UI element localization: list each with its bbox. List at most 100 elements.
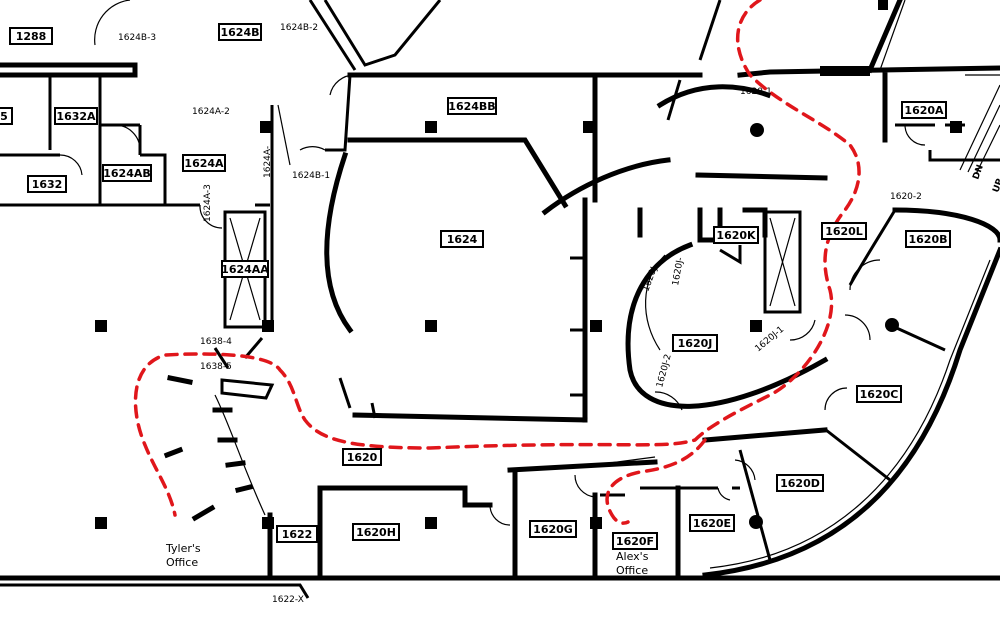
wall xyxy=(213,337,264,369)
wall xyxy=(698,0,722,61)
wall xyxy=(879,0,906,71)
wall xyxy=(719,245,742,265)
wall xyxy=(866,0,903,74)
room-label-1620g: 1620G xyxy=(529,520,577,538)
stairs-down-label: DN xyxy=(971,163,986,181)
svg-text:1620: 1620 xyxy=(347,451,378,464)
door-swing xyxy=(329,74,356,96)
wall xyxy=(600,486,678,497)
room-label-1620a: 1620A xyxy=(901,101,947,119)
door-swing xyxy=(59,154,83,176)
room-label-1624bb: 1624BB xyxy=(447,97,497,115)
wall xyxy=(825,428,891,482)
room-label-1624a: 1624A xyxy=(182,154,226,172)
route-path xyxy=(133,0,861,517)
door-swing xyxy=(734,459,756,481)
door-swing xyxy=(489,504,511,526)
door-label-1638-4: 1638-4 xyxy=(200,337,232,347)
wall-curve xyxy=(214,394,266,516)
door-label-1624a-3: 1624A-3 xyxy=(203,184,213,222)
door-swing xyxy=(789,319,816,341)
door-swing xyxy=(574,474,596,498)
room-label-1288: 1288 xyxy=(9,27,53,45)
stairs xyxy=(959,84,1000,175)
wall xyxy=(347,137,569,209)
door-label-1624a-1: 1624A- xyxy=(263,146,273,178)
door-label-1620j-4: 1620J- xyxy=(671,257,686,287)
room-label-1622: 1622 xyxy=(276,525,318,543)
wall xyxy=(594,456,656,466)
wall xyxy=(637,207,723,243)
wall xyxy=(889,323,946,352)
room-label-1620e: 1620E xyxy=(689,514,735,532)
elevator xyxy=(763,210,802,314)
svg-text:1620C: 1620C xyxy=(860,388,899,401)
door-swing xyxy=(199,204,223,229)
route-branch xyxy=(605,438,707,525)
wall xyxy=(541,157,671,216)
door-swing xyxy=(717,487,731,501)
svg-text:1620B: 1620B xyxy=(909,233,948,246)
room-label-1620d: 1620D xyxy=(776,474,824,492)
wall xyxy=(0,62,138,78)
alex-office-label-line1: Alex's xyxy=(616,550,649,563)
svg-text:1620H: 1620H xyxy=(356,526,396,539)
svg-text:1620E: 1620E xyxy=(693,517,731,530)
door-swing xyxy=(114,124,141,151)
wall-inner xyxy=(644,254,666,351)
wall-inner xyxy=(709,259,991,569)
room-label-5: 5 xyxy=(0,107,13,125)
svg-text:1624B: 1624B xyxy=(221,26,260,39)
svg-text:1624AA: 1624AA xyxy=(221,263,269,276)
room-label-1620l: 1620L xyxy=(821,222,867,240)
room-label-1620h: 1620H xyxy=(352,523,400,541)
room-label-1624: 1624 xyxy=(440,230,484,248)
room-label-1620: 1620 xyxy=(342,448,382,466)
door-label-1624a-2: 1624A-2 xyxy=(192,107,230,117)
wall xyxy=(338,377,377,419)
wall xyxy=(695,172,828,181)
wall xyxy=(702,246,1000,578)
svg-text:1622: 1622 xyxy=(282,528,313,541)
wall xyxy=(308,0,357,71)
stairs-up-label: UP xyxy=(991,177,1000,194)
door-swing xyxy=(299,146,326,151)
room-label-1624aa: 1624AA xyxy=(221,260,269,278)
alex-office-label-line2: Office xyxy=(616,564,648,577)
wall xyxy=(0,583,310,599)
svg-text:1620L: 1620L xyxy=(825,225,863,238)
svg-text:1620F: 1620F xyxy=(616,535,654,548)
wall-block xyxy=(820,66,870,76)
room-label-1624b: 1624B xyxy=(218,23,262,41)
svg-text:1288: 1288 xyxy=(16,30,47,43)
room-label-1620k: 1620K xyxy=(713,226,759,244)
room-label-1624ab: 1624AB xyxy=(102,164,152,182)
wall xyxy=(324,151,354,334)
door-swing xyxy=(654,391,683,411)
door-label-1620-1: 1620-1 xyxy=(740,87,772,97)
wall xyxy=(702,427,828,443)
wall xyxy=(138,125,167,205)
room-label-1632: 1632 xyxy=(27,175,67,193)
svg-text:1620D: 1620D xyxy=(780,477,820,490)
wall xyxy=(317,485,493,508)
room-label-1620c: 1620C xyxy=(856,385,902,403)
tyler-office-label-line1: Tyler's xyxy=(165,542,201,555)
svg-text:1624AB: 1624AB xyxy=(103,167,151,180)
wall-segment xyxy=(163,375,216,522)
wall xyxy=(352,412,588,423)
wall xyxy=(848,209,897,286)
room-label-1620f: 1620F xyxy=(612,532,658,550)
wall xyxy=(928,150,1000,162)
room-label-1620j: 1620J xyxy=(672,334,718,352)
wall xyxy=(742,207,768,238)
door-label-1624b-1: 1624B-1 xyxy=(292,171,330,181)
elevator-cross xyxy=(769,217,796,307)
door-swing xyxy=(849,259,881,291)
wall-block xyxy=(220,378,275,400)
svg-text:1620K: 1620K xyxy=(716,229,756,242)
door-swing xyxy=(904,124,926,146)
wall xyxy=(325,74,352,152)
svg-text:5: 5 xyxy=(0,110,8,123)
